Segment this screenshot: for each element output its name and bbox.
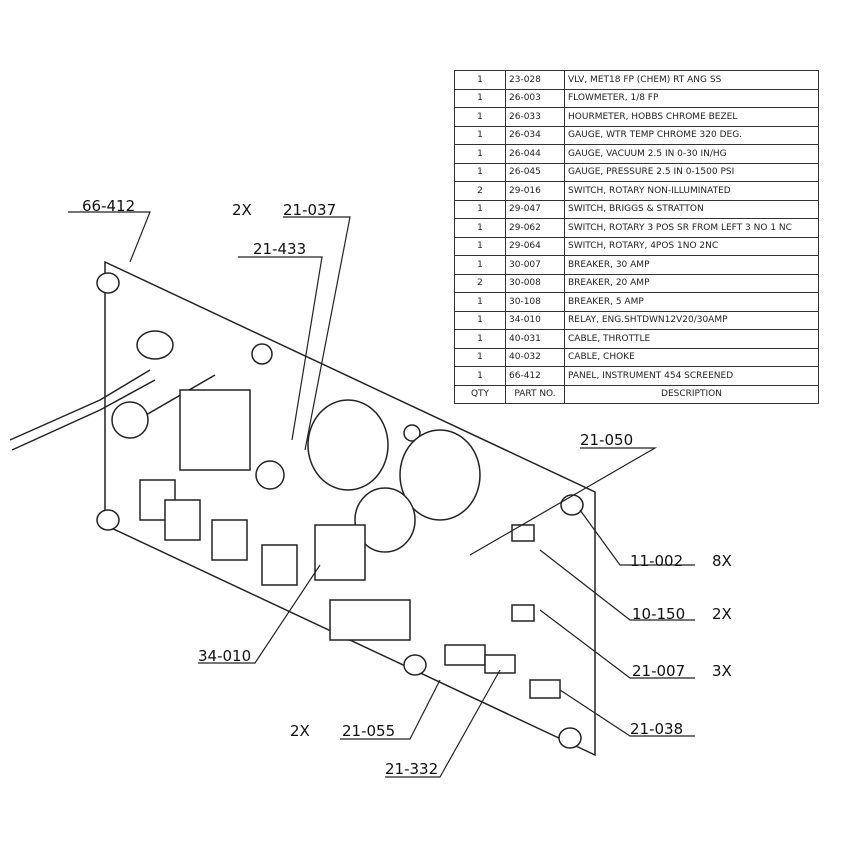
description-cell: GAUGE, VACUUM 2.5 IN 0-30 IN/HG: [564, 144, 819, 164]
part-no-cell: 30-108: [505, 292, 565, 312]
qty-cell: 1: [454, 70, 506, 90]
part-no-cell: 29-016: [505, 181, 565, 201]
qty-cell: 1: [454, 236, 506, 256]
qty-cell: 1: [454, 366, 506, 386]
part-no-cell: 29-064: [505, 236, 565, 256]
qty-cell: 1: [454, 329, 506, 349]
part-no-cell: 40-032: [505, 347, 565, 367]
header-qty: QTY: [454, 384, 506, 404]
part-no-cell: 26-003: [505, 88, 565, 108]
callout-10-150-qty: 2X: [712, 605, 732, 623]
qty-cell: 1: [454, 199, 506, 219]
callout-21-007-qty: 3X: [712, 662, 732, 680]
description-cell: FLOWMETER, 1/8 FP: [564, 88, 819, 108]
standoffs: [96, 272, 584, 749]
header-description: DESCRIPTION: [564, 384, 819, 404]
part-no-cell: 30-008: [505, 273, 565, 293]
part-no-cell: 40-031: [505, 329, 565, 349]
part-no-cell: 29-062: [505, 218, 565, 238]
callout-21-055: 21-055: [342, 722, 396, 740]
callout-34-010: 34-010: [198, 647, 252, 665]
qty-cell: 1: [454, 292, 506, 312]
description-cell: BREAKER, 5 AMP: [564, 292, 819, 312]
qty-cell: 1: [454, 347, 506, 367]
callout-21-050: 21-050: [580, 431, 634, 449]
qty-cell: 1: [454, 218, 506, 238]
part-no-cell: 29-047: [505, 199, 565, 219]
description-cell: SWITCH, BRIGGS & STRATTON: [564, 199, 819, 219]
callout-66-412: 66-412: [82, 197, 136, 215]
description-cell: GAUGE, PRESSURE 2.5 IN 0-1500 PSI: [564, 162, 819, 182]
callout-11-002-qty: 8X: [712, 552, 732, 570]
instrument-panel: [104, 260, 596, 757]
description-cell: CABLE, THROTTLE: [564, 329, 819, 349]
table-header-row: QTY PART NO. DESCRIPTION: [454, 384, 819, 404]
callout-21-037-qty: 2X: [232, 201, 252, 219]
description-cell: BREAKER, 20 AMP: [564, 273, 819, 293]
part-no-cell: 26-034: [505, 125, 565, 145]
part-no-cell: 26-033: [505, 107, 565, 127]
description-cell: SWITCH, ROTARY, 4POS 1NO 2NC: [564, 236, 819, 256]
cable-assembly: [9, 330, 216, 451]
part-no-cell: 30-007: [505, 255, 565, 275]
qty-cell: 2: [454, 181, 506, 201]
qty-cell: 1: [454, 125, 506, 145]
description-cell: SWITCH, ROTARY 3 POS SR FROM LEFT 3 NO 1…: [564, 218, 819, 238]
description-cell: GAUGE, WTR TEMP CHROME 320 DEG.: [564, 125, 819, 145]
qty-cell: 1: [454, 255, 506, 275]
switches: [111, 389, 411, 641]
callout-21-037: 21-037: [283, 201, 337, 219]
qty-cell: 1: [454, 107, 506, 127]
fittings: [444, 524, 561, 699]
part-no-cell: 66-412: [505, 366, 565, 386]
description-cell: BREAKER, 30 AMP: [564, 255, 819, 275]
qty-cell: 1: [454, 88, 506, 108]
callout-21-007: 21-007: [632, 662, 686, 680]
description-cell: RELAY, ENG.SHTDWN12V20/30AMP: [564, 310, 819, 330]
header-part-no: PART NO.: [505, 384, 565, 404]
description-cell: CABLE, CHOKE: [564, 347, 819, 367]
qty-cell: 1: [454, 144, 506, 164]
part-no-cell: 23-028: [505, 70, 565, 90]
qty-cell: 1: [454, 310, 506, 330]
gauges: [307, 399, 481, 553]
callout-10-150: 10-150: [632, 605, 686, 623]
description-cell: HOURMETER, HOBBS CHROME BEZEL: [564, 107, 819, 127]
qty-cell: 2: [454, 273, 506, 293]
description-cell: SWITCH, ROTARY NON-ILLUMINATED: [564, 181, 819, 201]
callout-11-002: 11-002: [630, 552, 684, 570]
callout-21-038: 21-038: [630, 720, 684, 738]
part-no-cell: 26-044: [505, 144, 565, 164]
callout-21-433: 21-433: [253, 240, 307, 258]
description-cell: PANEL, INSTRUMENT 454 SCREENED: [564, 366, 819, 386]
part-no-cell: 26-045: [505, 162, 565, 182]
callout-21-055-qty: 2X: [290, 722, 310, 740]
description-cell: VLV, MET18 FP (CHEM) RT ANG SS: [564, 70, 819, 90]
qty-cell: 1: [454, 162, 506, 182]
leader-lines: [68, 211, 695, 778]
callout-21-332: 21-332: [385, 760, 439, 778]
part-no-cell: 34-010: [505, 310, 565, 330]
